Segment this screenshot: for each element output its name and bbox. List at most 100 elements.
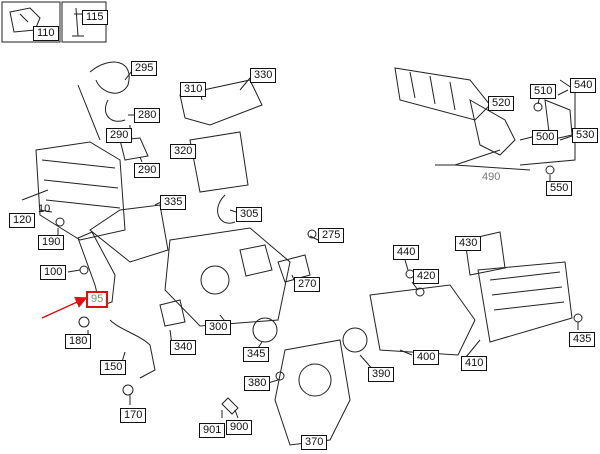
gasket-430-shape — [464, 231, 506, 276]
part-label-430: 430 — [455, 236, 482, 251]
leader-10 — [39, 209, 53, 213]
part-label-330: 330 — [250, 68, 277, 83]
leader-cooler — [77, 84, 101, 141]
part-label-110: 110 — [33, 26, 59, 41]
part-label-490: 490 — [482, 171, 501, 183]
part-label-335: 335 — [160, 195, 187, 210]
manifold-300-shape — [164, 227, 291, 327]
bolt-275 — [307, 229, 317, 239]
part-label-500: 500 — [532, 130, 559, 145]
sensor-900-shape — [221, 397, 239, 415]
leader-900 — [234, 409, 239, 419]
part-label-180: 180 — [65, 334, 92, 349]
bracket-110-shape — [9, 7, 41, 33]
manifold-400-shape — [369, 284, 476, 356]
part-label-300: 300 — [205, 320, 232, 335]
valve-block-shape — [189, 131, 249, 193]
part-label-280: 280 — [134, 108, 161, 123]
manifold-410-fins — [489, 271, 565, 311]
intake-manifold-shape — [394, 67, 491, 121]
pipe-150-shape — [109, 319, 156, 379]
part-label-390: 390 — [368, 367, 395, 382]
part-label-290-upper: 290 — [106, 128, 133, 143]
egr-cooler-shape — [35, 141, 126, 241]
manifold-port-shape — [200, 265, 230, 295]
leader-530 — [559, 135, 573, 141]
leader-490 — [454, 149, 531, 171]
cooler-flange-shape — [89, 204, 169, 263]
gasket-345-shape — [252, 317, 278, 343]
part-label-290-lower: 290 — [134, 163, 161, 178]
part-label-900: 900 — [226, 420, 253, 435]
gasket-270-shape — [277, 254, 311, 283]
bolt-510 — [533, 102, 543, 112]
part-label-295: 295 — [131, 61, 158, 76]
bolt-380 — [275, 371, 285, 381]
leader-330 — [239, 77, 251, 91]
inset-box-110 — [1, 1, 61, 43]
part-label-95-highlighted[interactable]: 95 — [86, 291, 109, 308]
part-label-340: 340 — [170, 340, 197, 355]
bracket-95-shape — [77, 231, 116, 307]
part-label-305: 305 — [236, 207, 263, 222]
part-label-400: 400 — [413, 350, 440, 365]
actuator-330-shape — [179, 79, 263, 126]
leader-bracket-right — [519, 79, 576, 166]
leader-305 — [229, 209, 237, 213]
part-label-310: 310 — [180, 82, 207, 97]
bolt-100 — [79, 265, 89, 275]
part-label-370: 370 — [301, 435, 328, 450]
part-label-380: 380 — [244, 376, 271, 391]
part-label-120: 120 — [9, 213, 36, 228]
manifold-410-shape — [477, 261, 573, 343]
bolt-435 — [573, 313, 583, 323]
part-label-170: 170 — [120, 408, 147, 423]
part-label-100: 100 — [40, 265, 67, 280]
bolt-190 — [55, 217, 65, 227]
part-label-520: 520 — [488, 96, 515, 111]
part-label-530: 530 — [572, 128, 599, 143]
leader-120 — [21, 189, 49, 201]
part-label-345: 345 — [243, 347, 270, 362]
part-label-550: 550 — [546, 181, 573, 196]
gasket-340-shape — [159, 299, 186, 327]
part-label-410: 410 — [461, 356, 488, 371]
bolt-420 — [415, 287, 425, 297]
part-label-540: 540 — [570, 78, 597, 93]
leader-440 — [404, 259, 409, 271]
part-label-440: 440 — [393, 245, 420, 260]
leader-100 — [67, 269, 81, 273]
gasket-390-shape — [342, 327, 368, 353]
bolt-550 — [545, 165, 555, 175]
pipe-295-shape — [89, 61, 130, 94]
part-label-115: 115 — [82, 10, 108, 25]
part-label-510: 510 — [530, 84, 557, 99]
part-label-420: 420 — [413, 269, 440, 284]
part-label-10: 10 — [38, 203, 51, 215]
intake-manifold-ports — [409, 71, 456, 111]
hose-305-shape — [217, 194, 236, 224]
turbo-inlet-shape — [298, 363, 332, 397]
part-label-435: 435 — [569, 332, 596, 347]
part-label-190: 190 — [38, 235, 65, 250]
manifold-flange-shape — [239, 244, 273, 277]
part-label-320: 320 — [170, 144, 197, 159]
bolt-170 — [122, 384, 134, 396]
turbo-370-shape — [274, 339, 351, 446]
part-label-270: 270 — [294, 277, 321, 292]
leader-540 — [557, 89, 569, 96]
clip-290-shape — [119, 137, 149, 161]
egr-cooler-fins — [41, 159, 121, 209]
part-label-901: 901 — [199, 423, 226, 438]
pipe-280-shape — [104, 99, 126, 122]
leader-400 — [399, 349, 413, 356]
part-label-150: 150 — [100, 360, 127, 375]
highlight-arrow — [41, 296, 88, 319]
sensor-115-shape — [72, 7, 84, 37]
part-label-275: 275 — [318, 228, 345, 243]
intake-flange-shape — [469, 99, 516, 156]
leader-290b — [139, 156, 143, 163]
bolt-180 — [78, 316, 90, 328]
